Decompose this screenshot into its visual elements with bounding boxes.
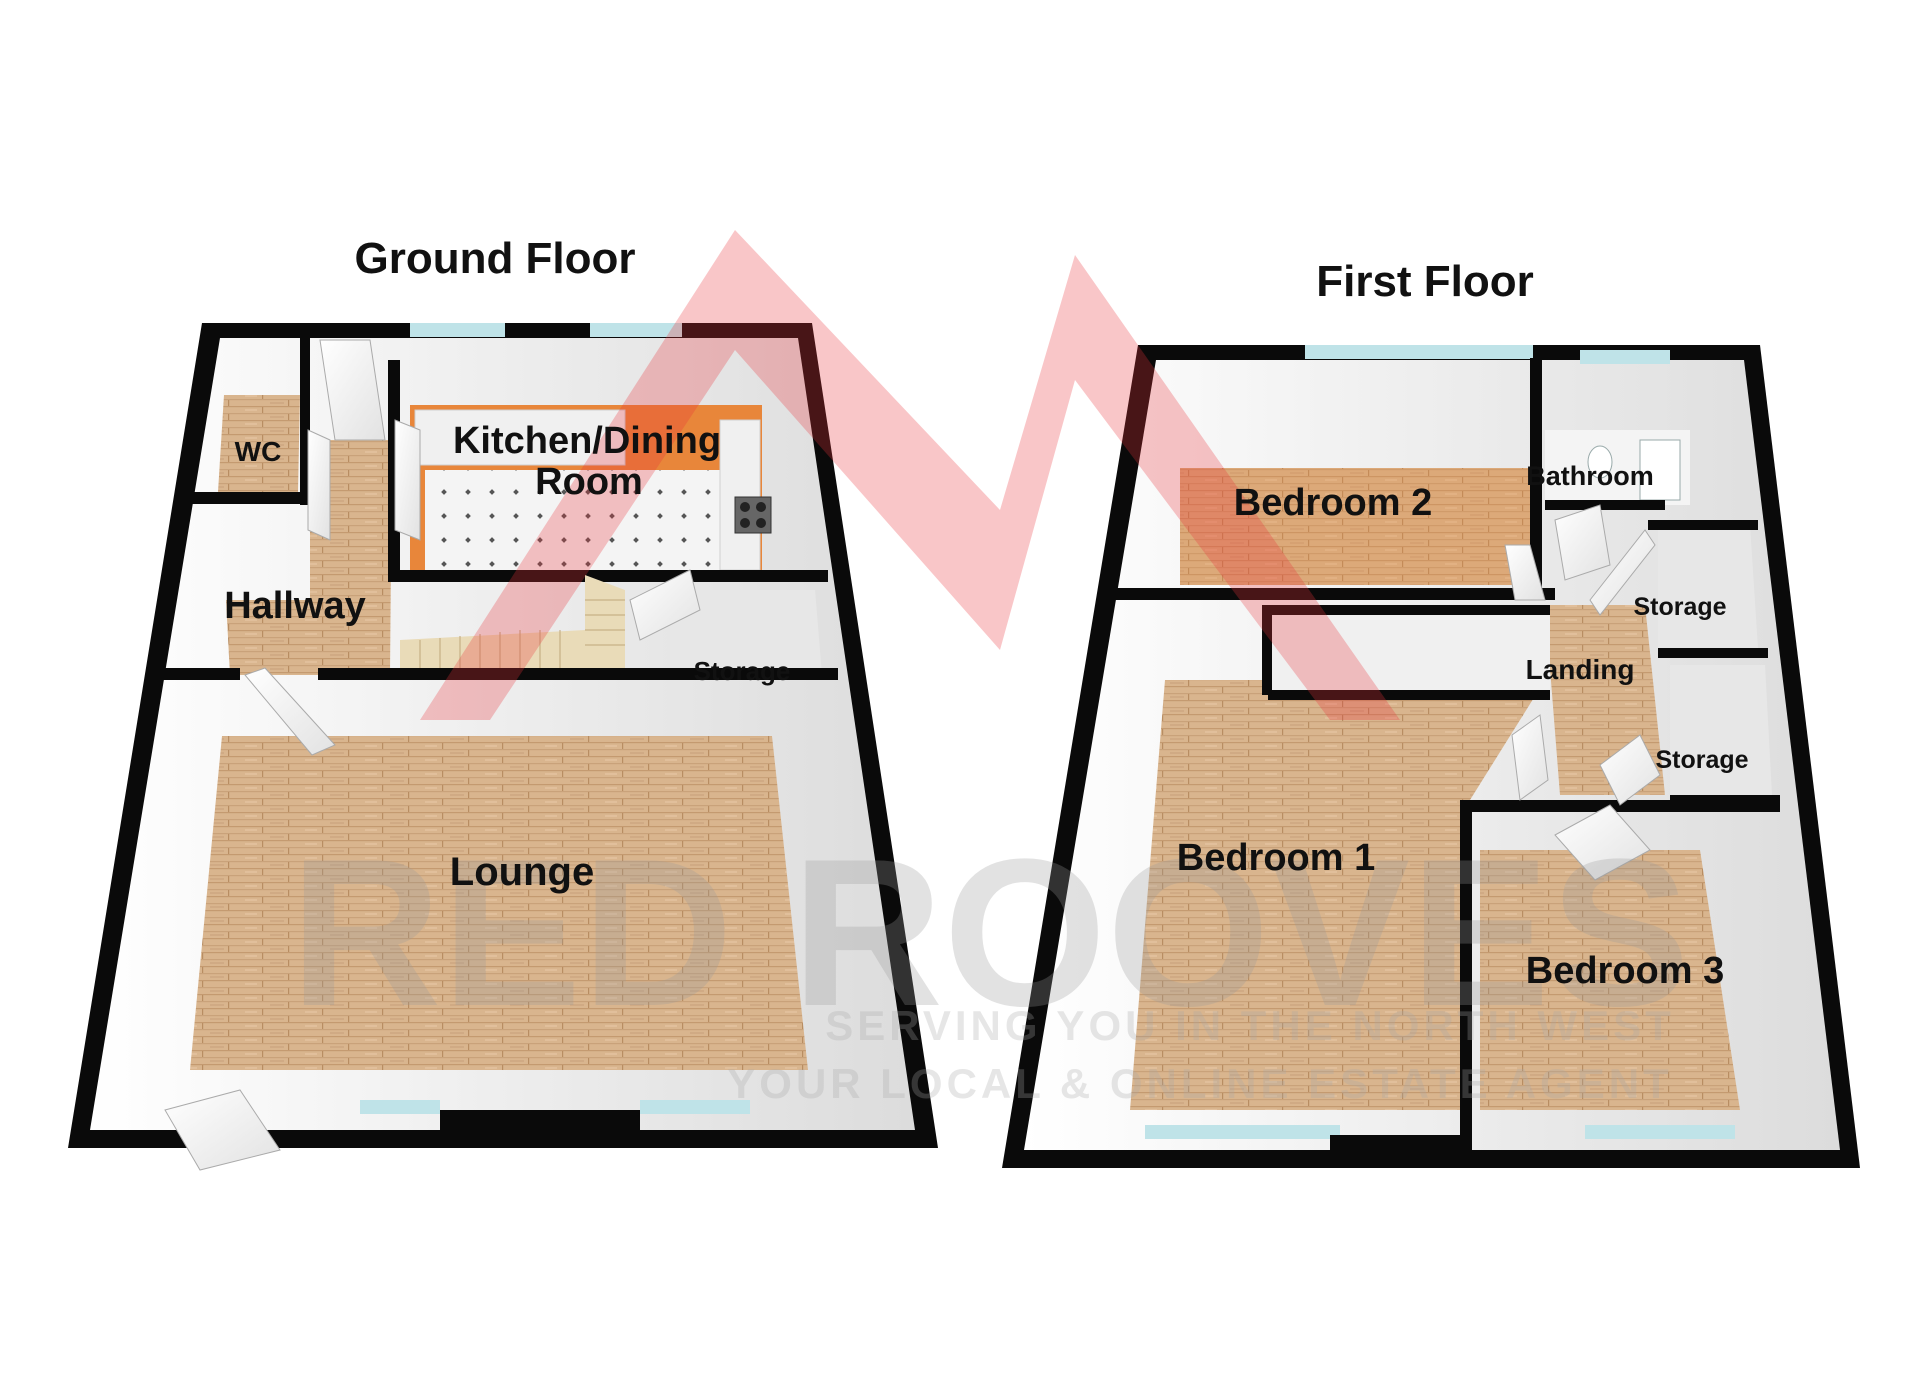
storage-door-upper bbox=[1589, 529, 1656, 616]
kitchen-counter-right bbox=[719, 419, 761, 571]
bedroom-3-room bbox=[1480, 850, 1740, 1110]
label-hallway: Hallway bbox=[224, 585, 366, 627]
bath-icon bbox=[1639, 439, 1681, 501]
storage-door-lower bbox=[1599, 734, 1661, 806]
label-kitchen-dining: Kitchen/Dining bbox=[453, 420, 721, 462]
ground-storage-room bbox=[670, 590, 822, 675]
label-wc: WC bbox=[235, 436, 282, 467]
bedroom-1-window bbox=[1145, 1125, 1340, 1139]
bedroom-2-window bbox=[1305, 345, 1533, 359]
upper-storage-bottom-wall bbox=[1658, 648, 1768, 658]
bedroom-2-tint bbox=[1180, 468, 1530, 585]
bedroom-divider-wall bbox=[1460, 800, 1472, 1150]
label-bedroom-1: Bedroom 1 bbox=[1177, 837, 1375, 879]
patio-door bbox=[164, 1089, 281, 1171]
ground-floor-staircase bbox=[400, 575, 625, 670]
label-lower-storage: Storage bbox=[1655, 746, 1748, 774]
lounge-top-wall-right bbox=[318, 668, 838, 680]
bedroom-3-window bbox=[1585, 1125, 1735, 1139]
label-ground-storage: Storage bbox=[694, 656, 791, 686]
lounge-room bbox=[190, 736, 808, 1070]
label-kitchen-room: Room bbox=[535, 461, 643, 503]
wc-side-wall bbox=[300, 330, 310, 505]
watermark-tagline-1: SERVING YOU IN THE NORTH WEST bbox=[825, 1002, 1675, 1049]
label-lounge: Lounge bbox=[450, 850, 594, 894]
label-bedroom-2: Bedroom 2 bbox=[1234, 482, 1432, 524]
roof-logo bbox=[420, 230, 1400, 720]
lower-storage-room bbox=[1670, 665, 1772, 795]
bedroom-2-door bbox=[1504, 544, 1546, 601]
kitchen-floor-tile bbox=[425, 470, 720, 570]
bedroom-3-top-wall bbox=[1460, 800, 1780, 812]
front-hall-door bbox=[319, 339, 386, 441]
bedroom-2-room bbox=[1180, 468, 1530, 585]
upper-storage-room bbox=[1658, 525, 1758, 648]
bathroom-bottom-wall bbox=[1545, 500, 1665, 510]
storage-door bbox=[629, 569, 701, 641]
label-bathroom: Bathroom bbox=[1526, 461, 1654, 491]
lounge-bay-left bbox=[360, 1100, 440, 1114]
wc-door bbox=[307, 429, 331, 541]
upper-storage-wall bbox=[1648, 520, 1758, 530]
bathroom-left-wall bbox=[1530, 358, 1542, 598]
lounge-top-wall-left bbox=[160, 668, 240, 680]
lounge-window-bottom bbox=[440, 1110, 640, 1140]
kitchen-door bbox=[394, 419, 421, 541]
brand-watermark: RED ROOVES SERVING YOU IN THE NORTH WEST… bbox=[290, 230, 1690, 1107]
ground-floor-title: Ground Floor bbox=[354, 234, 635, 283]
hallway-room bbox=[226, 440, 392, 675]
lounge-door bbox=[244, 667, 336, 756]
bedroom-2-bottom-wall bbox=[1115, 588, 1555, 600]
kitchen-window-a bbox=[410, 323, 505, 337]
bathroom-window bbox=[1580, 350, 1670, 364]
watermark-tagline-2: YOUR LOCAL & ONLINE ESTATE AGENT bbox=[727, 1060, 1672, 1107]
bedroom-1-door bbox=[1511, 714, 1549, 801]
bedroom-1-room bbox=[1130, 680, 1545, 1110]
bedroom-3-door bbox=[1554, 804, 1651, 881]
kitchen-window-b bbox=[590, 323, 682, 337]
hob-icon bbox=[734, 496, 772, 534]
kitchen-counter-top bbox=[414, 409, 626, 466]
bedroom-1-alcove-wall-left bbox=[1262, 605, 1272, 695]
bathroom-door bbox=[1554, 504, 1611, 581]
watermark-brand: RED ROOVES bbox=[290, 815, 1690, 1050]
bedroom-1-alcove-wall-bottom bbox=[1268, 690, 1550, 700]
label-landing: Landing bbox=[1526, 654, 1635, 685]
bedroom-1-alcove-wall-top bbox=[1268, 605, 1550, 615]
label-upper-storage: Storage bbox=[1633, 593, 1726, 621]
toilet-icon bbox=[1587, 445, 1613, 479]
lounge-bay-right bbox=[640, 1100, 750, 1114]
first-floor-title: First Floor bbox=[1316, 257, 1534, 306]
bedroom-1-alcove bbox=[1268, 612, 1550, 690]
first-floor-plan bbox=[1002, 345, 1860, 1168]
bedroom-1-window-frame bbox=[1330, 1135, 1465, 1168]
kitchen-bottom-wall bbox=[388, 570, 828, 582]
wc-partition bbox=[188, 492, 303, 504]
label-bedroom-3: Bedroom 3 bbox=[1526, 950, 1724, 992]
ground-floor-plan bbox=[68, 323, 938, 1171]
wc-room bbox=[218, 395, 300, 492]
